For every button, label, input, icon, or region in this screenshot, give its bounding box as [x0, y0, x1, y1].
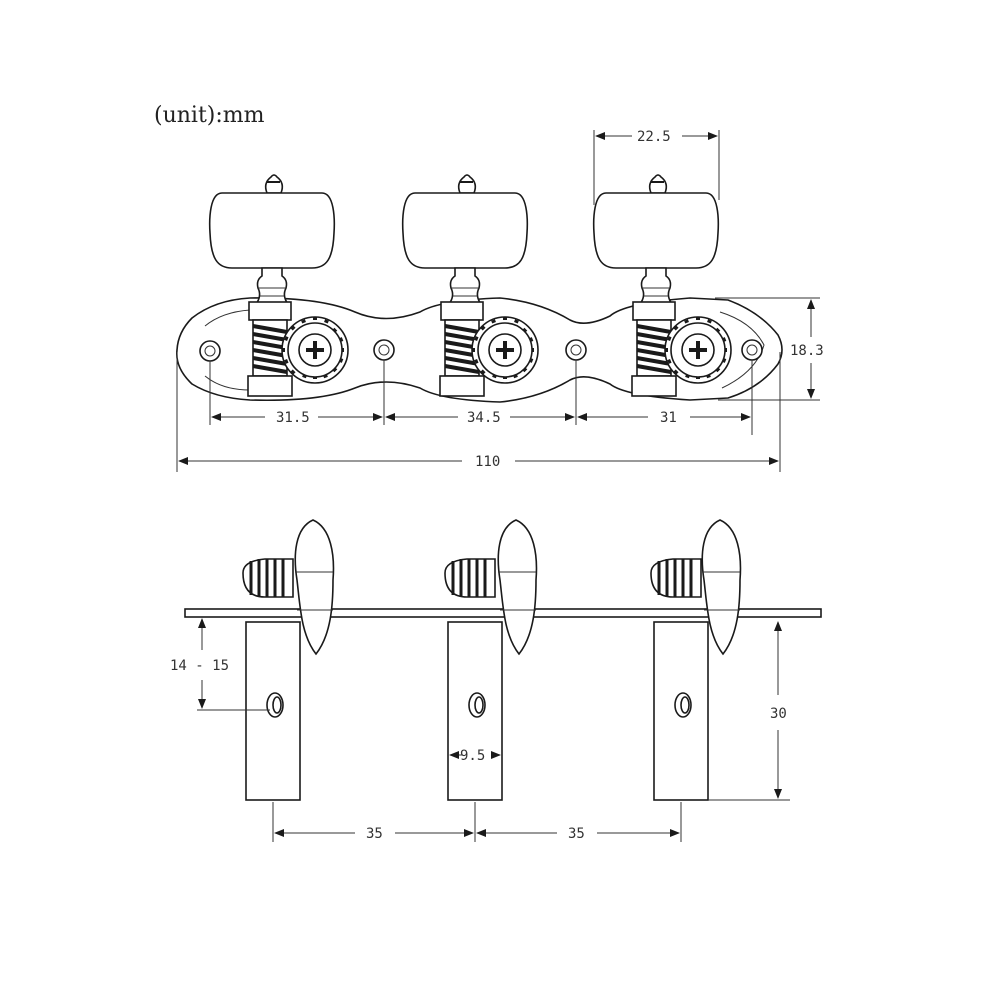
mounting-hole-3 [565, 339, 587, 361]
side-view: 14 - 15 30 9.5 35 35 [170, 519, 822, 842]
dim-knob-width: 22.5 [593, 129, 720, 205]
dim-post-length: 30 [708, 621, 790, 801]
unit-label: (unit):mm [154, 103, 265, 128]
svg-text:110: 110 [475, 454, 500, 470]
svg-text:35: 35 [568, 826, 585, 842]
mounting-hole-1 [199, 340, 221, 362]
dim-hole-spacing: 31.5 34.5 31 [209, 360, 753, 435]
svg-text:18.3: 18.3 [790, 343, 824, 359]
side-knob-2 [497, 519, 538, 655]
svg-text:35: 35 [366, 826, 383, 842]
mounting-hole-4 [741, 339, 763, 361]
svg-text:34.5: 34.5 [467, 410, 501, 426]
gear-icon-3 [663, 315, 733, 385]
top-view: 22.5 18.3 31.5 34.5 31 [175, 129, 824, 472]
knob-3 [592, 174, 720, 317]
gear-icon-1 [280, 315, 350, 385]
svg-text:31.5: 31.5 [276, 410, 310, 426]
post-3 [653, 621, 709, 801]
knob-1 [208, 174, 336, 317]
mounting-hole-2 [373, 339, 395, 361]
svg-text:22.5: 22.5 [637, 129, 671, 145]
gear-icon-2 [470, 315, 540, 385]
dim-post-spacing: 35 35 [272, 802, 682, 842]
svg-text:31: 31 [660, 410, 677, 426]
post-1 [245, 621, 301, 801]
svg-text:14 - 15: 14 - 15 [170, 658, 229, 674]
svg-text:30: 30 [770, 706, 787, 722]
dim-overall-length: 110 [176, 352, 781, 472]
svg-text:9.5: 9.5 [460, 748, 485, 764]
knob-2 [401, 174, 529, 317]
dim-hole-depth: 14 - 15 [170, 618, 270, 711]
dim-plate-height: 18.3 [715, 297, 824, 401]
post-2 [447, 621, 503, 801]
dim-post-diameter: 9.5 [449, 748, 501, 764]
